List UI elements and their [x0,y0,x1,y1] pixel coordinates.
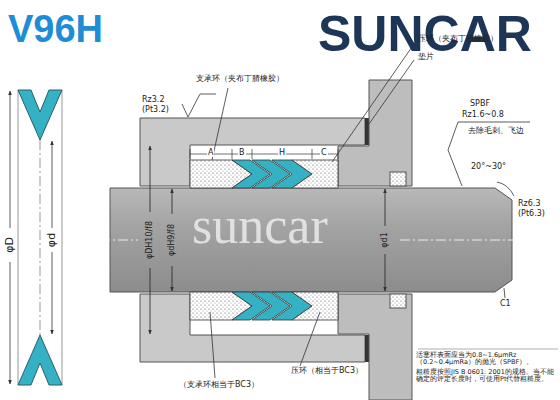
dimension-label: φdH9/f8 [167,224,176,256]
watermark: suncar [192,196,328,256]
part-label: 压环（夹布丁腈橡胶） [418,34,498,43]
part-label: 支承环（夹布丁腈橡胶） [196,74,284,83]
finish-label: SPBF [470,99,490,108]
part-label: 垫片 [418,52,434,61]
note-text: 活塞杆表面应当为0.8~1.6μmRz（0.2~0.4μmRa）的抛光（SPBF… [416,352,556,367]
roughness-label: Rz3.2 [142,95,164,104]
piston-rod [110,188,512,292]
chamfer-label: C1 [500,299,511,308]
dimension-label: φD [4,237,17,253]
gland [338,80,412,400]
roughness-label: Rz6.3 [518,199,540,208]
dimension-letter: C [320,148,328,157]
dimension-label: φd [46,233,59,247]
dimension-label: φd1 [380,232,389,247]
dimension-letter: H [278,148,286,157]
v-ring-profile [18,90,62,385]
diameter-dimensions [150,146,385,334]
roughness-label: (Pt3.2) [142,105,169,114]
dimension-letter: B [238,148,246,157]
cylinder-housing [140,118,365,362]
seal-stack [190,160,338,320]
leader-lines [182,44,558,378]
roughness-label: (Pt6.3) [518,209,545,218]
dimension-letter: A [207,148,214,157]
roughness-label: Rz1.6~0.8 [462,110,504,119]
part-label: （支承环相当于BC3） [178,380,260,389]
note-label: 去除毛刺、飞边 [468,126,524,135]
dimension-label: φDH10/f8 [145,221,154,259]
angle-label: 20°~30° [470,162,507,171]
model-title: V96H [8,10,103,48]
note-text: 粗糙度按照JIS B 0601: 2001的规格。当不能确定的评定长度时，可使用… [416,369,556,384]
part-label: 压环（相当于BC3） [290,366,364,375]
